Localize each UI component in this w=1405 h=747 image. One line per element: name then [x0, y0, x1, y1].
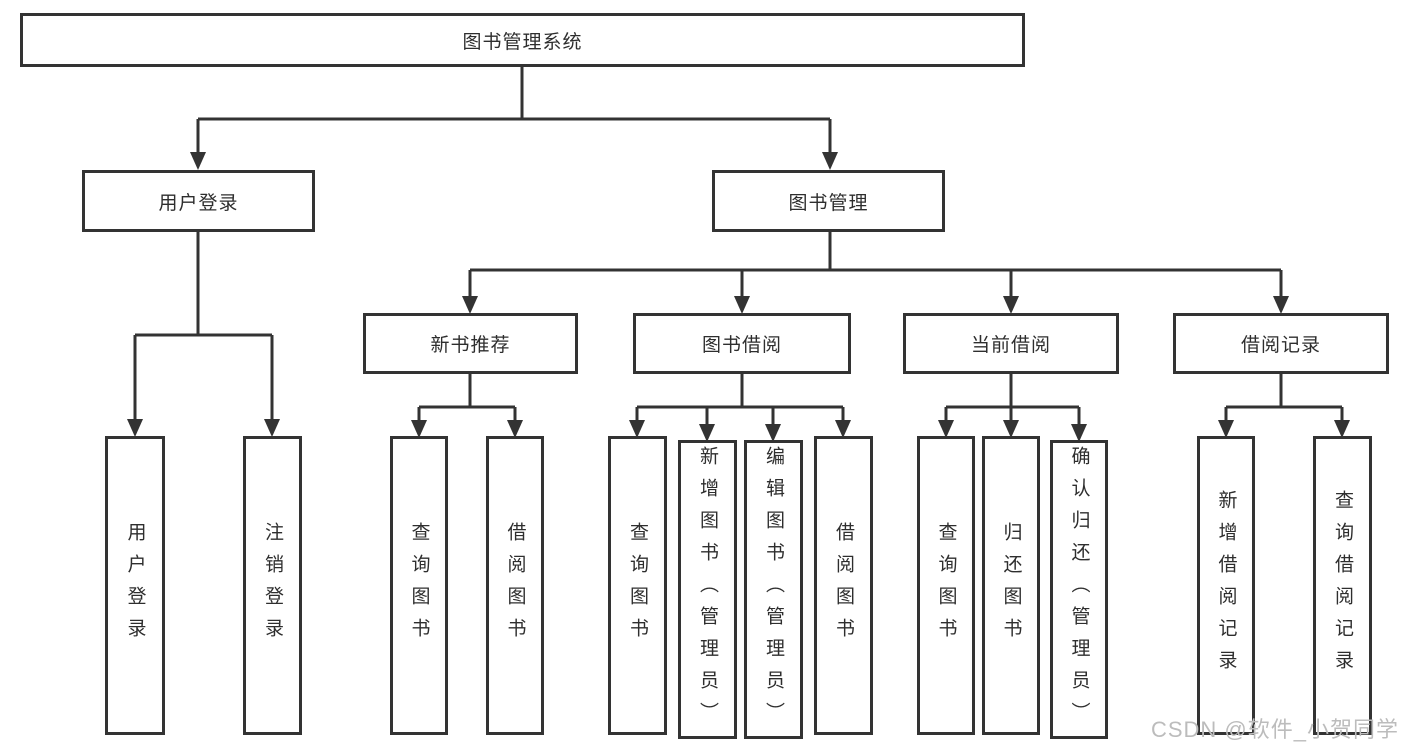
- leaf-user-login: 用户登录: [105, 436, 165, 735]
- node-new-book-recommend: 新书推荐: [363, 313, 578, 374]
- leaf-add-book-admin-label: 新增图书（管理员）: [697, 445, 718, 734]
- node-current-borrow: 当前借阅: [903, 313, 1119, 374]
- node-new-book-recommend-label: 新书推荐: [430, 335, 511, 356]
- node-current-borrow-label: 当前借阅: [970, 335, 1051, 356]
- leaf-logout-label: 注销登录: [262, 521, 283, 650]
- node-book-borrow: 图书借阅: [633, 313, 851, 374]
- leaf-add-borrow-record: 新增借阅记录: [1197, 436, 1255, 735]
- leaf-logout: 注销登录: [243, 436, 302, 735]
- edge-book-borrow-children: [635, 374, 845, 428]
- leaf-add-book-admin: 新增图书（管理员）: [678, 440, 737, 739]
- node-borrow-records-label: 借阅记录: [1240, 335, 1321, 356]
- leaf-edit-book-admin: 编辑图书（管理员）: [744, 440, 803, 739]
- leaf-edit-book-admin-label: 编辑图书（管理员）: [763, 445, 784, 734]
- leaf-borrow-book-recommend: 借阅图书: [486, 436, 544, 735]
- node-root: 图书管理系统: [20, 13, 1025, 67]
- leaf-query-book-recommend: 查询图书: [390, 436, 448, 735]
- leaf-return-book-label: 归还图书: [1000, 521, 1022, 650]
- node-borrow-records: 借阅记录: [1173, 313, 1389, 374]
- watermark: CSDN @软件_小贺同学: [1150, 717, 1399, 742]
- edge-new-book-rec-children: [417, 374, 517, 424]
- leaf-return-book: 归还图书: [982, 436, 1040, 735]
- edge-borrow-records-children: [1224, 374, 1344, 424]
- node-user-login-branch-label: 用户登录: [158, 192, 239, 214]
- node-book-management-branch-label: 图书管理: [788, 192, 869, 214]
- node-book-management-branch: 图书管理: [712, 170, 945, 232]
- leaf-query-borrow-record-label: 查询借阅记录: [1332, 489, 1353, 682]
- leaf-borrow-book-label: 借阅图书: [833, 521, 854, 650]
- node-user-login-branch: 用户登录: [82, 170, 315, 232]
- leaf-add-borrow-record-label: 新增借阅记录: [1215, 489, 1237, 682]
- edge-current-borrow-children: [944, 374, 1081, 428]
- leaf-query-book-borrow: 查询图书: [608, 436, 667, 735]
- leaf-query-book-recommend-label: 查询图书: [408, 521, 430, 650]
- leaf-user-login-label: 用户登录: [124, 521, 146, 650]
- leaf-query-book-borrow-label: 查询图书: [627, 521, 648, 650]
- leaf-query-book-current: 查询图书: [917, 436, 975, 735]
- node-book-borrow-label: 图书借阅: [701, 335, 782, 356]
- arrowheads: [127, 152, 1350, 442]
- edge-book-mgmt-children: [468, 232, 1283, 301]
- node-root-label: 图书管理系统: [462, 31, 583, 53]
- leaf-confirm-return-admin: 确认归还（管理员）: [1050, 440, 1108, 739]
- leaf-borrow-book-recommend-label: 借阅图书: [504, 521, 526, 650]
- edge-user-login-children: [133, 232, 274, 424]
- leaf-borrow-book: 借阅图书: [814, 436, 873, 735]
- leaf-confirm-return-admin-label: 确认归还（管理员）: [1068, 445, 1090, 734]
- leaf-query-borrow-record: 查询借阅记录: [1313, 436, 1372, 735]
- leaf-query-book-current-label: 查询图书: [935, 521, 957, 650]
- edge-root-to-level2: [196, 67, 832, 158]
